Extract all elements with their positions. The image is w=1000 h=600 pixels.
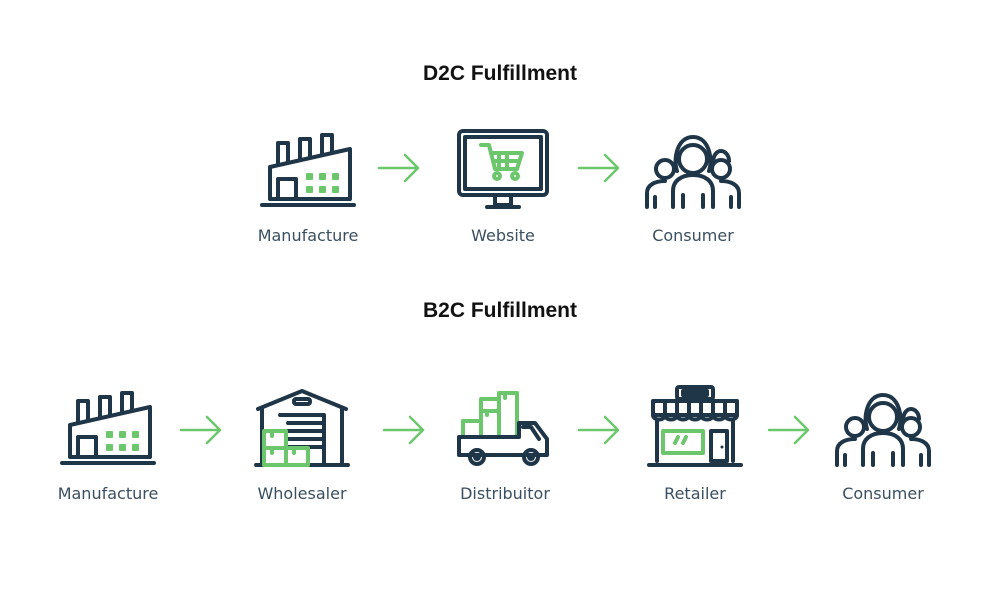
node-label: Consumer — [652, 226, 734, 245]
node-label: Wholesaler — [257, 484, 347, 503]
node-label: Manufacture — [257, 226, 359, 245]
node-consumer: Consumer — [803, 384, 963, 503]
store-icon — [647, 385, 743, 467]
node-label: Website — [471, 226, 535, 245]
factory-icon — [260, 133, 356, 207]
factory-icon — [60, 391, 156, 465]
b2c-title: B2C Fulfillment — [422, 299, 577, 322]
node-consumer: Consumer — [613, 126, 773, 245]
arrow-right-icon — [377, 153, 420, 183]
node-label: Distribuitor — [460, 484, 550, 503]
monitor-cart-icon — [457, 129, 549, 209]
truck-icon — [457, 391, 549, 466]
arrow-right-icon — [382, 415, 425, 445]
people-icon — [835, 393, 931, 467]
node-manufacture: Manufacture — [228, 126, 388, 245]
d2c-title: D2C Fulfillment — [422, 62, 577, 85]
arrow-right-icon — [577, 153, 620, 183]
node-retailer: Retailer — [615, 384, 775, 503]
node-wholesaler: Wholesaler — [222, 384, 382, 503]
arrow-right-icon — [577, 415, 620, 445]
node-label: Retailer — [664, 484, 726, 503]
node-label: Manufacture — [57, 484, 159, 503]
people-icon — [645, 135, 741, 209]
node-website: Website — [423, 126, 583, 245]
arrow-right-icon — [767, 415, 810, 445]
arrow-right-icon — [179, 415, 222, 445]
node-label: Consumer — [842, 484, 924, 503]
warehouse-icon — [254, 389, 350, 467]
node-manufacture: Manufacture — [28, 384, 188, 503]
node-distribuitor: Distribuitor — [425, 384, 585, 503]
